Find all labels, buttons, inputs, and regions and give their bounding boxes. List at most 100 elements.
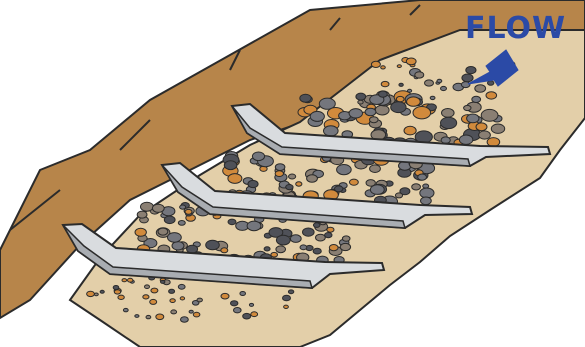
stone [413, 107, 431, 119]
stone [313, 223, 320, 228]
stone [472, 96, 481, 102]
stone [350, 179, 359, 185]
stone [370, 117, 379, 123]
stone [327, 227, 334, 232]
stone [178, 221, 185, 226]
stone [365, 108, 376, 116]
stone [151, 288, 158, 293]
stone [340, 243, 350, 250]
stone [189, 310, 193, 313]
stone [228, 219, 236, 225]
stone [100, 290, 104, 293]
stone [247, 221, 261, 231]
stone [487, 138, 500, 147]
stone [275, 164, 285, 171]
stone [276, 246, 286, 253]
stone [193, 312, 200, 317]
stone [243, 313, 251, 319]
stone [94, 293, 98, 296]
stone [381, 81, 389, 86]
stone [221, 248, 228, 253]
stone [442, 109, 455, 118]
stone [123, 308, 128, 311]
stone [430, 96, 435, 99]
stone [271, 252, 278, 257]
stone [479, 131, 491, 139]
stone [231, 301, 238, 306]
stone [146, 315, 151, 318]
stone [145, 285, 150, 289]
stone [437, 79, 442, 82]
stone [397, 65, 401, 68]
stone [169, 289, 175, 293]
stone [135, 315, 139, 318]
stone [307, 175, 318, 183]
stone [441, 117, 457, 128]
stone [252, 152, 264, 161]
stone [381, 66, 386, 69]
stone [488, 81, 494, 86]
stone [486, 92, 497, 99]
stone [325, 233, 332, 238]
stone [476, 123, 487, 131]
stone [249, 303, 253, 306]
stone [240, 292, 246, 296]
stone [283, 295, 291, 301]
stone [303, 228, 315, 236]
stone [251, 312, 258, 317]
stone [371, 61, 380, 67]
stone [358, 100, 363, 104]
stone [491, 124, 504, 133]
stone [412, 184, 421, 190]
stone [313, 248, 321, 254]
stone [284, 305, 289, 308]
stone [370, 165, 381, 173]
stone [356, 93, 366, 100]
stone [399, 83, 403, 86]
stone [228, 174, 242, 184]
stone [461, 82, 470, 88]
stone [324, 126, 339, 136]
stone [310, 111, 324, 121]
stone [114, 290, 120, 294]
stone [289, 174, 296, 179]
stone [187, 245, 198, 253]
stone [168, 233, 182, 243]
stone [466, 67, 476, 74]
stone [180, 297, 184, 300]
stone [316, 234, 326, 241]
stone [379, 91, 388, 97]
stone [87, 291, 95, 296]
stone [288, 290, 293, 294]
stone [370, 185, 384, 195]
stone [224, 161, 237, 170]
stone [276, 235, 290, 245]
stone [118, 295, 124, 299]
stone [290, 235, 301, 243]
stone [135, 228, 146, 236]
stone [221, 293, 229, 299]
stone [171, 310, 177, 314]
stone [206, 240, 220, 250]
stone [420, 188, 434, 198]
stone [161, 280, 165, 283]
stone [464, 105, 471, 110]
stone [170, 299, 175, 303]
stone [329, 245, 338, 251]
stone [275, 171, 283, 177]
stone [395, 193, 402, 198]
stone [335, 186, 343, 192]
stone [300, 245, 307, 250]
flow-label: FLOW [465, 11, 566, 46]
stone [234, 308, 242, 313]
stone [150, 299, 157, 304]
stone [421, 197, 432, 205]
stone [152, 204, 164, 212]
stone [396, 96, 404, 101]
stone [185, 209, 192, 214]
stone [459, 135, 472, 144]
stone [408, 89, 412, 92]
stone [375, 105, 389, 115]
stone [143, 295, 149, 299]
